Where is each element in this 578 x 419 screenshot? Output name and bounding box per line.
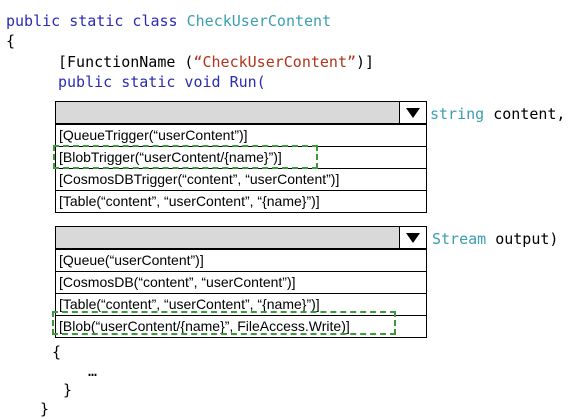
class-name: CheckUserContent bbox=[186, 12, 332, 30]
param2-name: output) bbox=[486, 230, 559, 248]
param2: Stream output) bbox=[432, 230, 558, 248]
attr-prefix: [FunctionName ( bbox=[58, 53, 194, 71]
output-option-table[interactable]: [Table(“content”, “userContent”, “{name}… bbox=[56, 293, 426, 315]
attr-suffix: )] bbox=[356, 53, 375, 71]
class-keywords: public static class bbox=[6, 12, 178, 30]
class-declaration: public static class CheckUserContent bbox=[6, 12, 331, 30]
method-body-ellipsis: … bbox=[88, 362, 98, 380]
param1: string content, bbox=[430, 105, 565, 123]
chevron-down-icon[interactable] bbox=[399, 227, 426, 248]
output-option-cosmosdb[interactable]: [CosmosDB(“content”, “userContent”)] bbox=[56, 271, 426, 293]
function-name-attribute: [FunctionName (“CheckUserContent”)] bbox=[58, 53, 374, 71]
output-option-queue[interactable]: [Queue(“userContent”)] bbox=[56, 249, 426, 271]
param2-type: Stream bbox=[432, 230, 487, 248]
method-close-brace: } bbox=[63, 381, 73, 399]
output-binding-dropdown[interactable]: [Queue(“userContent”)] [CosmosDB(“conten… bbox=[55, 226, 427, 338]
output-option-blob[interactable]: [Blob(“userContent/{name}”, FileAccess.W… bbox=[56, 315, 426, 337]
trigger-option-cosmosdb[interactable]: [CosmosDBTrigger(“content”, “userContent… bbox=[56, 168, 426, 190]
trigger-option-blob[interactable]: [BlobTrigger(“userContent/{name}”)] bbox=[56, 146, 426, 168]
param1-type: string bbox=[430, 105, 485, 123]
class-open-brace: { bbox=[6, 32, 16, 50]
method-open-brace: { bbox=[52, 343, 62, 361]
output-dropdown-header[interactable] bbox=[56, 227, 426, 249]
class-close-brace: } bbox=[40, 400, 50, 418]
trigger-dropdown[interactable]: [QueueTrigger(“userContent”)] [BlobTrigg… bbox=[55, 101, 427, 213]
run-signature: public static void Run( bbox=[58, 73, 266, 91]
chevron-down-icon[interactable] bbox=[399, 102, 426, 123]
attr-string: “CheckUserContent” bbox=[193, 53, 357, 71]
trigger-option-queue[interactable]: [QueueTrigger(“userContent”)] bbox=[56, 124, 426, 146]
trigger-dropdown-header[interactable] bbox=[56, 102, 426, 124]
trigger-option-table[interactable]: [Table(“content”, “userContent”, “{name}… bbox=[56, 190, 426, 212]
param1-name: content, bbox=[484, 105, 566, 123]
